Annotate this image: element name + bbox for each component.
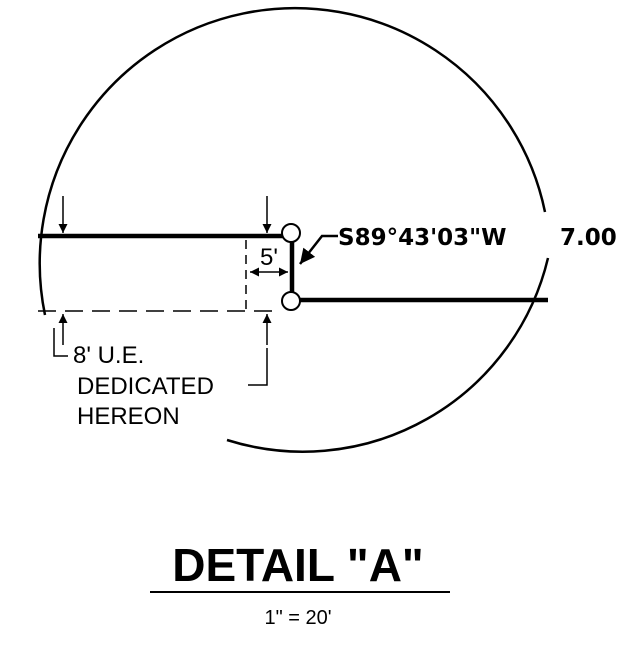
easement-note-line-1: 8' U.E. xyxy=(73,342,144,369)
note-leader-right xyxy=(248,348,268,386)
monument-upper xyxy=(281,223,301,243)
detail-title: DETAIL "A" xyxy=(172,539,423,591)
easement-note-line-3: HEREON xyxy=(77,403,180,430)
distance-label: 7.00 xyxy=(560,225,617,251)
scale-label: 1" = 20' xyxy=(264,607,331,629)
setback-label: 5' xyxy=(260,244,278,271)
detail-circle-upper xyxy=(38,7,547,316)
bearing-label: S89°43'03"W xyxy=(338,225,506,251)
monument-lower xyxy=(281,291,301,311)
easement-note-line-2: DEDICATED xyxy=(77,373,214,400)
note-leader-left xyxy=(53,328,68,357)
detail-circle-lower xyxy=(226,257,550,453)
bearing-leader xyxy=(299,234,338,265)
